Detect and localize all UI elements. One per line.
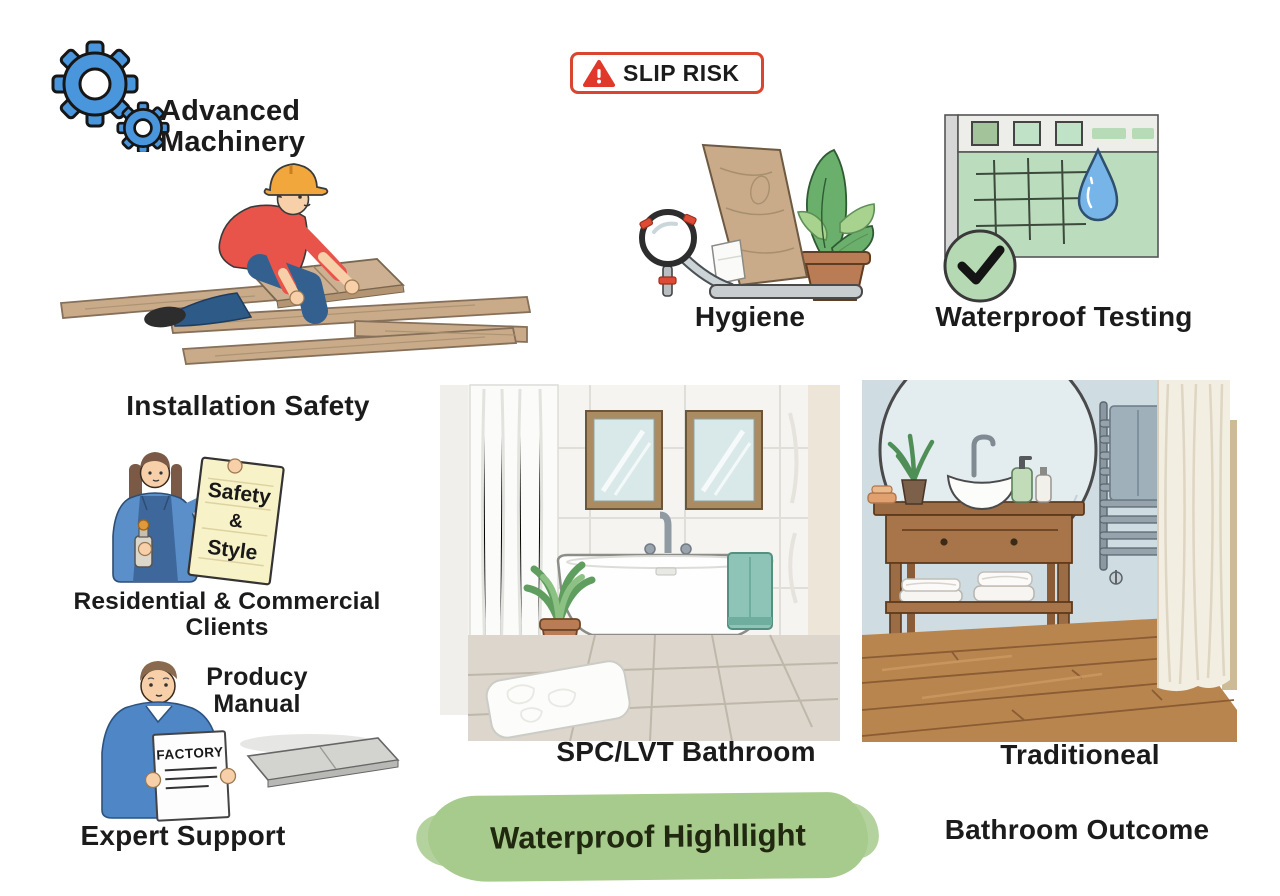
bathroom-outcome-label: Bathroom Outcome <box>944 814 1210 845</box>
magnifier-icon <box>639 209 697 297</box>
traditional-label: Traditioneal <box>1000 739 1160 770</box>
spc-bathroom-label: SPC/LVT Bathroom <box>556 736 816 767</box>
wood-plank <box>701 143 809 287</box>
spc-bathroom-illustration <box>440 384 840 741</box>
clients-label: Residential & Commercial Clients <box>73 588 381 642</box>
hygiene-label: Hygiene <box>694 301 806 332</box>
product-manual-line2: Manual <box>213 690 301 718</box>
mirror-2 <box>685 410 763 510</box>
hygiene-illustration <box>639 143 876 301</box>
expert-support-illustration: FACTORY <box>101 661 400 822</box>
slip-risk-label: SLIP RISK <box>623 59 740 86</box>
shelf-towels <box>899 571 1035 603</box>
water-drop-icon <box>1077 146 1119 222</box>
mirror <box>585 410 663 510</box>
slip-risk-badge: SLIP RISK <box>570 52 764 94</box>
bath-mat <box>485 660 631 739</box>
waterproof-testing-illustration <box>943 114 1159 303</box>
traditional-bathroom-illustration <box>862 380 1237 742</box>
counter-plant <box>867 433 935 505</box>
base-tray <box>709 284 863 299</box>
expert-support-label: Expert Support <box>80 820 286 851</box>
curtain <box>1157 380 1237 692</box>
product-manual-line1: Producy <box>206 663 308 691</box>
white-cloth <box>711 239 746 285</box>
worker-figure <box>144 163 360 328</box>
towel <box>727 552 773 630</box>
sign-line2: & <box>228 510 244 533</box>
check-icon <box>943 229 1017 303</box>
product-manual-note: Producy Manual <box>193 664 321 718</box>
potted-plant <box>523 561 596 666</box>
clients-illustration: Safety & Style <box>112 452 285 586</box>
plant <box>796 148 876 301</box>
factory-document: FACTORY <box>152 730 231 822</box>
vessel-sink <box>946 434 1018 511</box>
installation-safety-label: Installation Safety <box>126 390 370 421</box>
gears-icon <box>51 40 170 152</box>
warning-triangle-icon <box>583 59 615 87</box>
test-grid <box>973 157 1091 245</box>
safety-style-sign: Safety & Style <box>187 456 285 586</box>
advanced-machinery-label: Advanced Machinery <box>160 95 306 159</box>
gray-plank <box>246 737 400 788</box>
hard-hat-icon <box>263 163 329 196</box>
waterproof-highlight-banner: Waterproof Highllight <box>427 791 869 883</box>
wood-floor <box>862 618 1237 742</box>
document-title: FACTORY <box>156 744 224 762</box>
waterproof-testing-label: Waterproof Testing <box>935 301 1193 332</box>
bottles <box>1011 456 1052 503</box>
installation-worker-illustration <box>59 163 532 365</box>
waterproof-highlight-label: Waterproof Highllight <box>489 817 807 856</box>
